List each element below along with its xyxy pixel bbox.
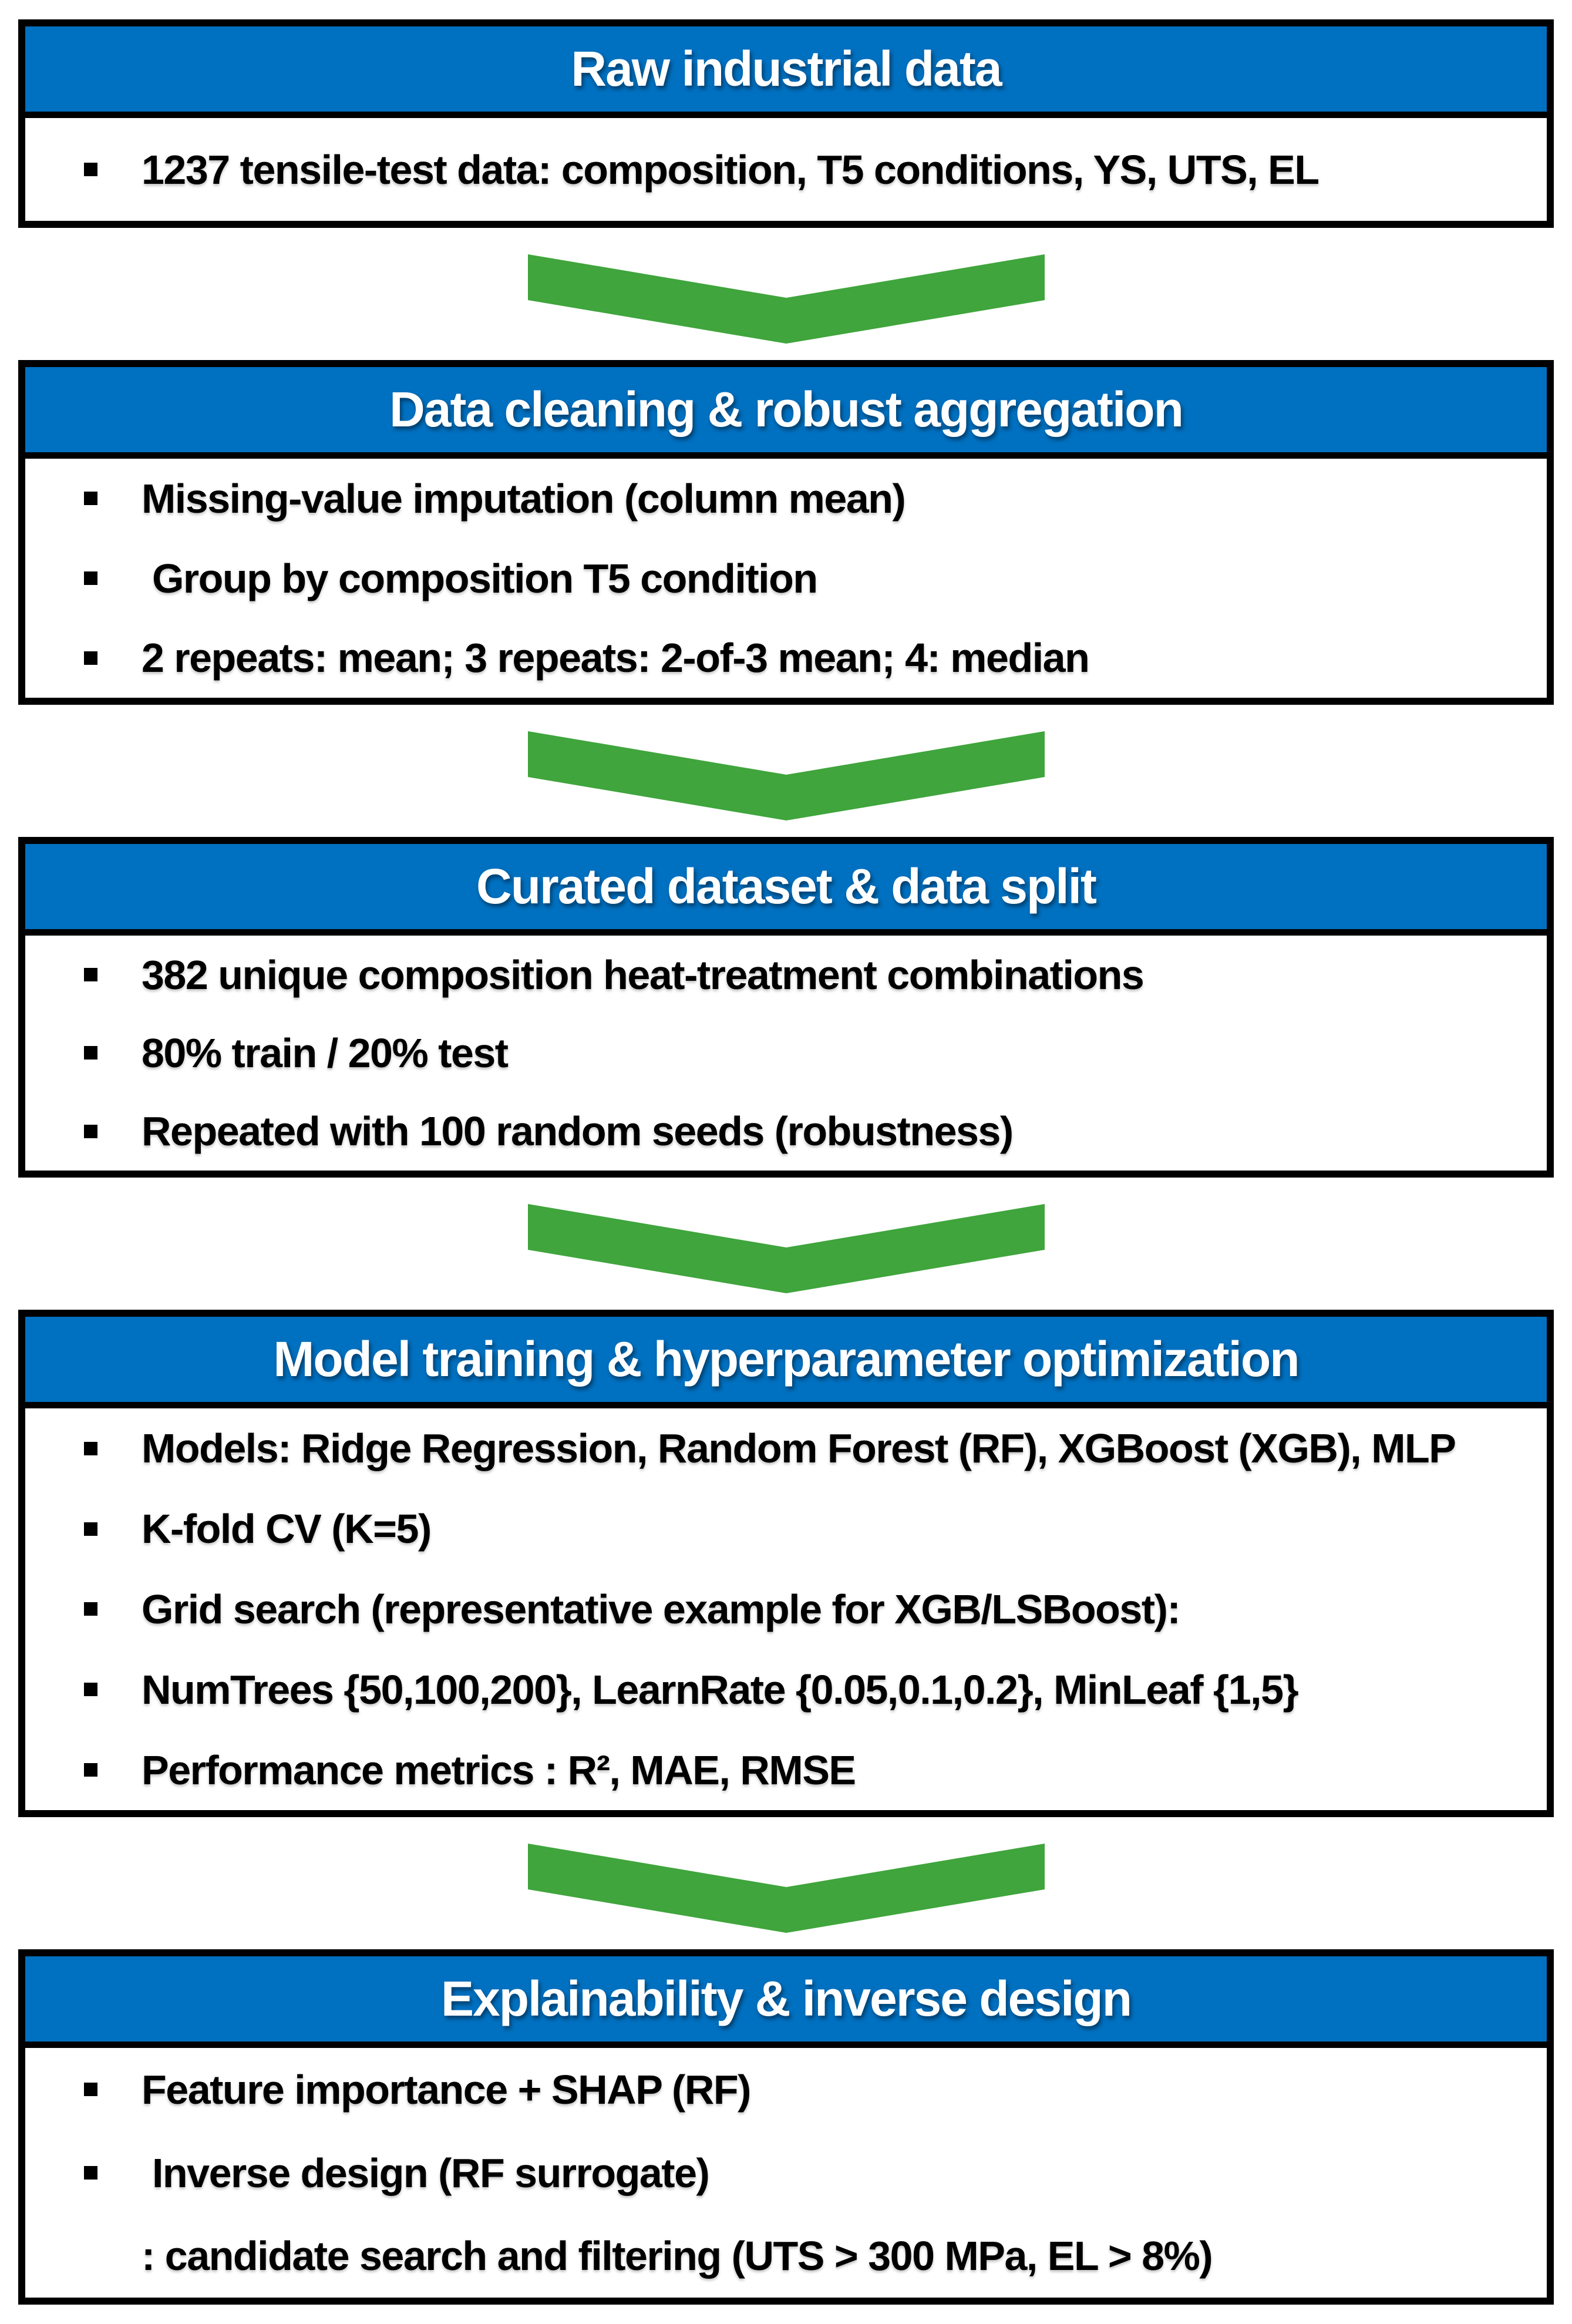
bullet-square-icon: [84, 571, 97, 585]
section-body: 1237 tensile-test data: composition, T5 …: [25, 118, 1547, 221]
section-title: Model training & hyperparameter optimiza…: [273, 1331, 1300, 1387]
bullet-square-icon: [84, 2083, 97, 2097]
flow-arrow-down: [527, 731, 1045, 820]
flow-arrow-down: [527, 1844, 1045, 1933]
bullet-item: 382 unique composition heat-treatment co…: [25, 936, 1547, 1014]
bullet-text: Performance metrics : R², MAE, RMSE: [142, 1747, 856, 1793]
bullet-text: Grid search (representative example for …: [142, 1586, 1181, 1632]
bullet-text: K-fold CV (K=5): [142, 1506, 432, 1552]
bullet-item: 2 repeats: mean; 3 repeats: 2-of-3 mean;…: [25, 618, 1547, 698]
bullet-text: Inverse design (RF surrogate): [142, 2150, 710, 2196]
flow-arrow-down: [527, 1204, 1045, 1293]
bullet-square-icon: [84, 1602, 97, 1616]
bullet-item: 1237 tensile-test data: composition, T5 …: [25, 118, 1547, 221]
section-title: Explainability & inverse design: [440, 1971, 1132, 2026]
flow-box-curated-dataset: Curated dataset & data split 382 unique …: [18, 837, 1554, 1178]
flow-box-data-cleaning: Data cleaning & robust aggregation Missi…: [18, 360, 1554, 705]
bullet-square-icon: [84, 1763, 97, 1777]
section-header: Data cleaning & robust aggregation: [25, 367, 1547, 459]
bullet-square-icon: [84, 968, 97, 982]
bullet-text: Repeated with 100 random seeds (robustne…: [142, 1108, 1014, 1155]
bullet-text: Models: Ridge Regression, Random Forest …: [142, 1425, 1456, 1472]
flow-box-raw-industrial-data: Raw industrial data 1237 tensile-test da…: [18, 19, 1554, 228]
bullet-item: K-fold CV (K=5): [25, 1489, 1547, 1569]
section-title: Raw industrial data: [571, 41, 1002, 96]
bullet-square-icon: [84, 163, 97, 176]
bullet-text: NumTrees {50,100,200}, LearnRate {0.05,0…: [142, 1666, 1299, 1713]
bullet-square-icon: [84, 1683, 97, 1697]
section-body: 382 unique composition heat-treatment co…: [25, 936, 1547, 1171]
bullet-square-icon: [84, 2166, 97, 2180]
bullet-item-continuation: : candidate search and filtering (UTS > …: [25, 2214, 1547, 2298]
bullet-square-icon: [84, 1046, 97, 1060]
chevron-down-icon: [527, 1844, 1045, 1933]
bullet-item: Models: Ridge Regression, Random Forest …: [25, 1408, 1547, 1489]
bullet-item: Repeated with 100 random seeds (robustne…: [25, 1092, 1547, 1171]
bullet-text: 1237 tensile-test data: composition, T5 …: [142, 146, 1319, 193]
section-header: Curated dataset & data split: [25, 844, 1547, 936]
bullet-text: 382 unique composition heat-treatment co…: [142, 951, 1145, 998]
flow-box-explainability: Explainability & inverse design Feature …: [18, 1949, 1554, 2305]
bullet-item: NumTrees {50,100,200}, LearnRate {0.05,0…: [25, 1649, 1547, 1730]
chevron-down-icon: [527, 1204, 1045, 1293]
chevron-down-icon: [527, 254, 1045, 344]
section-body: Feature importance + SHAP (RF) Inverse d…: [25, 2048, 1547, 2298]
bullet-text: 2 repeats: mean; 3 repeats: 2-of-3 mean;…: [142, 635, 1090, 681]
section-body: Missing-value imputation (column mean) G…: [25, 459, 1547, 698]
bullet-item: Grid search (representative example for …: [25, 1569, 1547, 1650]
bullet-item: Feature importance + SHAP (RF): [25, 2048, 1547, 2131]
bullet-square-icon: [84, 1124, 97, 1138]
bullet-text: 80% train / 20% test: [142, 1030, 509, 1076]
bullet-item: Missing-value imputation (column mean): [25, 459, 1547, 539]
chevron-down-icon: [527, 731, 1045, 820]
section-header: Explainability & inverse design: [25, 1956, 1547, 2048]
section-title: Data cleaning & robust aggregation: [389, 382, 1184, 437]
section-title: Curated dataset & data split: [476, 859, 1097, 914]
bullet-text: Feature importance + SHAP (RF): [142, 2066, 752, 2113]
bullet-text: Group by composition T5 condition: [142, 555, 818, 601]
bullet-text: Missing-value imputation (column mean): [142, 475, 906, 522]
flow-arrow-down: [527, 254, 1045, 344]
bullet-square-icon: [84, 492, 97, 506]
bullet-text: : candidate search and filtering (UTS > …: [142, 2233, 1213, 2279]
bullet-square-icon: [84, 651, 97, 665]
section-header: Raw industrial data: [25, 26, 1547, 118]
bullet-square-icon: [84, 1522, 97, 1536]
section-header: Model training & hyperparameter optimiza…: [25, 1317, 1547, 1408]
bullet-item: 80% train / 20% test: [25, 1014, 1547, 1092]
bullet-item: Group by composition T5 condition: [25, 539, 1547, 618]
bullet-item: Performance metrics : R², MAE, RMSE: [25, 1730, 1547, 1810]
bullet-item: Inverse design (RF surrogate): [25, 2131, 1547, 2215]
section-body: Models: Ridge Regression, Random Forest …: [25, 1408, 1547, 1810]
bullet-square-icon: [84, 1441, 97, 1455]
flow-box-model-training: Model training & hyperparameter optimiza…: [18, 1310, 1554, 1817]
